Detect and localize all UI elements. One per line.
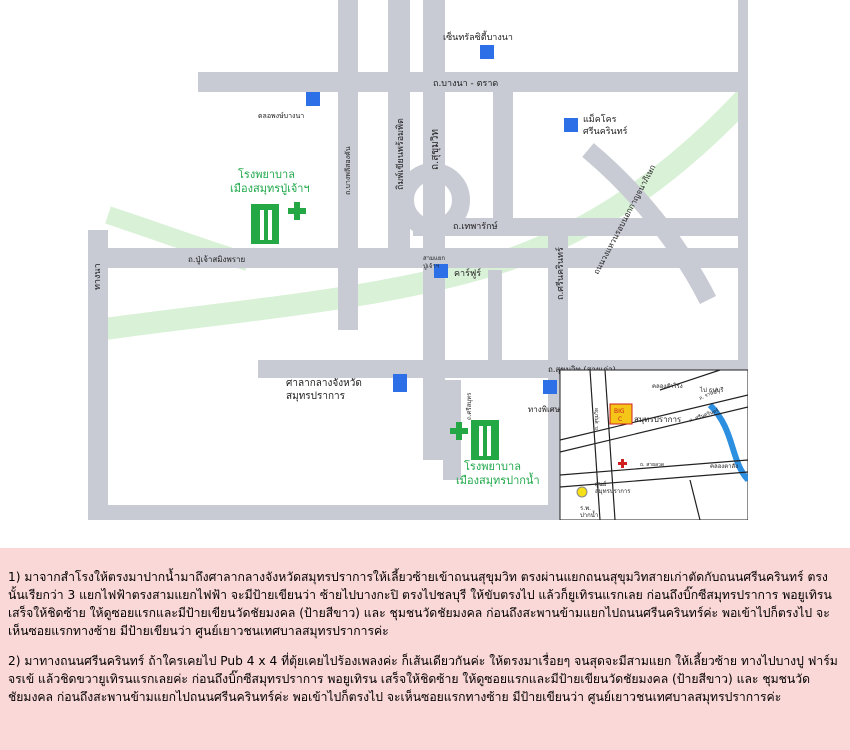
puchao-hospital-building <box>251 202 306 244</box>
inset-samut-prakan: สมุทรปราการ <box>634 415 682 424</box>
label-makro-line1: แม็คโคร <box>583 112 617 125</box>
label-carrefour: คาร์ฟูร์ <box>454 267 481 279</box>
directions-paragraph-2: 2) มาทางถนนศรีนครินทร์ ถ้าใครเคยไป Pub 4… <box>8 654 838 704</box>
label-city-hall: ศาลากลางจังหวัดสมุทรปราการ <box>286 378 362 402</box>
inset-road-a: ถ. สุขุมวิท <box>593 408 600 430</box>
inset-canal-label: คลองสำโรง <box>652 382 683 390</box>
label-sarapee-center: ดลอพงษ์บางนา <box>258 112 304 120</box>
label-wichian-phrasit: ถิมพ์เขียนพร้อมพิต <box>394 118 406 190</box>
inset-big-c <box>609 403 633 425</box>
label-makro-line2: ศรีนครินทร์ <box>583 125 628 137</box>
inset-river <box>707 402 748 483</box>
inset-office: ร.พ.ปากน้ำ <box>580 505 598 519</box>
label-paknam-hospital: โรงพยาบาลเมืองสมุทรปากน้ำ <box>456 459 540 487</box>
label-kanchanaphisek-small: ถ.ศรีสมุทร <box>465 392 473 420</box>
label-central-bangna: เซ็นทรัลซิตี้บางนา <box>443 30 513 43</box>
label-bang-na-road-vertical: ถ.บางพลีสองคัน <box>344 146 352 195</box>
inset-bang-pu: ไป ธนบุรี <box>699 386 724 394</box>
inset-to-samut: คลองตาสัง <box>710 463 738 470</box>
directions-panel: 1) มาจากสำโรงให้ตรงมาปากน้ำมาถึงศาลากลาง… <box>0 548 850 750</box>
inset-road-d: ถ. สายลวด <box>640 462 664 468</box>
roads <box>88 0 748 520</box>
label-bangna-trad-road: ถ.บางนา - ตราด <box>433 79 498 89</box>
inset-red-cross <box>618 459 627 468</box>
roundabout <box>396 163 470 237</box>
landmark-markers <box>306 45 578 394</box>
label-srinakarin-road: ถ.ศรีนครินทร์ <box>554 247 566 300</box>
label-pu-chao-road: ถ.ปู่เจ้าสมิงพราย <box>188 255 245 265</box>
inset-school: ศูนย์สมุทรปราการ <box>595 480 631 495</box>
inset-location-dot <box>576 486 588 498</box>
label-junction-sign: สามแยกปู่เจ้าฯ <box>423 255 445 270</box>
label-thanon-side: ทางนา <box>93 263 103 290</box>
directions-paragraph-1: 1) มาจากสำโรงให้ตรงมาปากน้ำมาถึงศาลากลาง… <box>8 570 832 638</box>
label-makro: แม็คโคร ศรีนครินทร์ <box>583 112 628 137</box>
label-thepharak-road: ถ.เทพารักษ์ <box>453 220 498 232</box>
label-port: ทางพิเศษ <box>528 405 560 414</box>
paknam-hospital-building <box>450 420 499 460</box>
label-puchao-hospital: โรงพยาบาลเมืองสมุทรปู่เจ้าฯ <box>230 167 310 195</box>
label-sukhumvit-road: ถ.สุขุมวิท <box>430 129 441 170</box>
hospital-labels: โรงพยาบาลเมืองสมุทรปู่เจ้าฯ โรงพยาบาลเมื… <box>230 167 540 487</box>
location-map: เซ็นทรัลซิตี้บางนา ถ.บางนา - ตราด ดลอพงษ… <box>88 0 748 520</box>
